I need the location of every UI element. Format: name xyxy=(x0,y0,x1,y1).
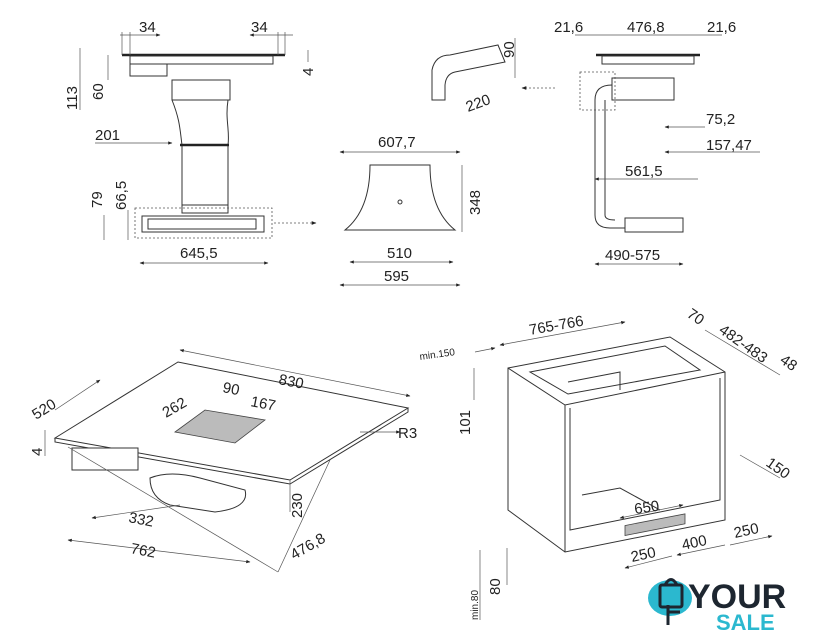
dim-module-outer-base: 595 xyxy=(384,268,409,285)
dim-offset-1: 75,2 xyxy=(706,111,735,128)
logo-text-your: YOUR xyxy=(688,578,786,616)
dim-right-overhang: 21,6 xyxy=(707,19,736,36)
dim-module-height: 348 xyxy=(467,190,484,215)
logo-text-sale: SALE xyxy=(716,610,775,635)
dim-vent-depth: 90 xyxy=(221,379,241,399)
dim-base-height: 79 xyxy=(89,191,106,208)
dim-duct-offset: 201 xyxy=(95,127,120,144)
dim-offset-2: 157,47 xyxy=(706,137,752,154)
dim-reach: 561,5 xyxy=(625,163,663,180)
dim-glass-width: 476,8 xyxy=(627,19,665,36)
dim-glass-thickness: 4 xyxy=(300,68,317,76)
dim-unit-height: 230 xyxy=(289,493,306,518)
dim-module-width: 607,7 xyxy=(378,134,416,151)
dim-left-overhang: 21,6 xyxy=(554,19,583,36)
dim-plinth-opening: 650 xyxy=(633,498,660,518)
dim-hob-depth: 520 xyxy=(29,396,59,424)
dim-corner-radius: R3 xyxy=(398,425,417,442)
dim-cabinet-cutout-depth: 482-483 xyxy=(716,321,771,367)
side-view: 34 34 4 113 60 201 79 66,5 645,5 xyxy=(64,19,317,265)
dim-plinth-left: 250 xyxy=(629,544,657,566)
dim-top-height: 101 xyxy=(457,410,474,435)
dim-base-inner-height: 66,5 xyxy=(113,181,130,210)
yoursale-logo: YOUR SALE xyxy=(648,578,786,635)
dim-bend-length: 220 xyxy=(464,91,493,116)
duct-bend-view: 90 220 xyxy=(431,38,555,116)
dim-min-wall-gap: min.150 xyxy=(419,347,456,363)
hob-isometric-view: 520 830 90 262 167 R3 4 230 332 762 476,… xyxy=(29,349,417,573)
dim-unit-offset: 332 xyxy=(127,509,155,530)
dim-hob-width: 830 xyxy=(277,371,305,392)
dim-cutout-depth: 476,8 xyxy=(288,530,329,563)
dim-total-depth: 113 xyxy=(64,86,81,110)
dim-top-left-overhang: 34 xyxy=(139,19,156,36)
cabinet-isometric-view: min.150 765-766 70 482-483 48 101 150 65… xyxy=(419,305,800,620)
dim-rear-margin: 48 xyxy=(777,351,800,374)
dim-cabinet-cutout-width: 765-766 xyxy=(528,313,585,339)
dim-plinth-height: 80 xyxy=(487,578,504,595)
dim-plinth-right: 250 xyxy=(732,520,760,542)
dim-body-depth: 60 xyxy=(90,83,107,100)
dim-plinth-mid: 400 xyxy=(680,532,708,554)
dim-top-right-overhang: 34 xyxy=(251,19,268,36)
dim-rear-gap: 150 xyxy=(763,454,793,482)
dim-base-width: 645,5 xyxy=(180,245,218,262)
dim-bend-height: 90 xyxy=(501,41,518,58)
shopping-bag-hand-icon xyxy=(648,578,692,625)
dim-extension: 490-575 xyxy=(605,247,660,264)
dim-hob-thickness: 4 xyxy=(29,448,46,456)
right-side-view: 21,6 476,8 21,6 75,2 157,47 561,5 490-57… xyxy=(554,19,760,266)
filter-module-view: 607,7 348 510 595 xyxy=(339,134,484,287)
dim-min-plinth: min.80 xyxy=(470,590,481,620)
dim-front-margin: 70 xyxy=(684,305,707,328)
dim-module-inner-base: 510 xyxy=(387,245,412,262)
dim-cutout-width: 762 xyxy=(129,540,157,561)
dim-vent-width: 167 xyxy=(249,393,277,414)
